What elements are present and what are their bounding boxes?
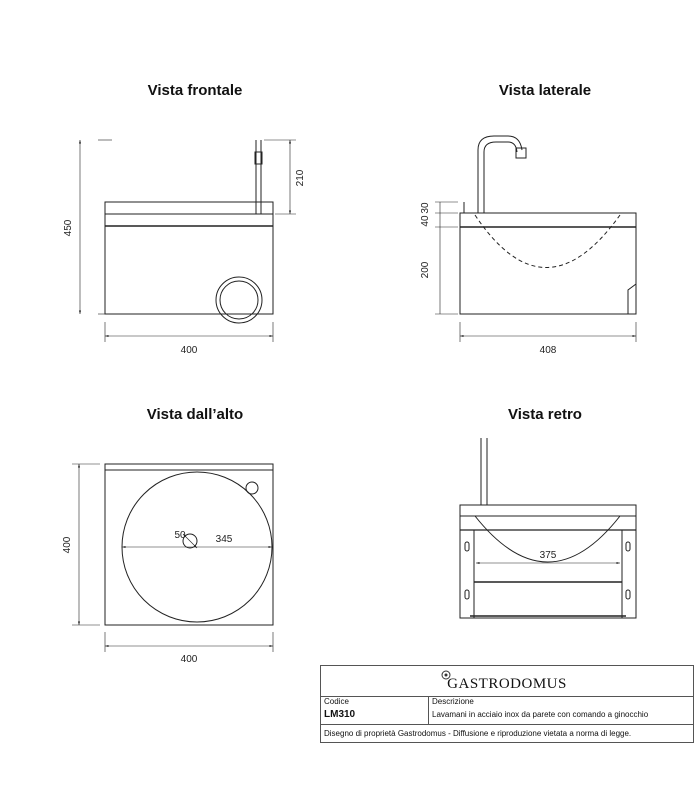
gastrodomus-logo-icon — [441, 670, 451, 680]
side-hidden-bowl — [474, 214, 621, 268]
side-view — [435, 135, 637, 342]
top-faucet-hole — [245, 481, 259, 495]
front-view-title: Vista frontale — [147, 82, 243, 99]
front-dim-spout: 210 — [295, 169, 306, 186]
code-value: LM310 — [324, 709, 356, 720]
top-dim-bowl: 345 — [216, 534, 233, 545]
back-mount-slot — [625, 541, 631, 552]
side-dim-mid: 200 — [420, 261, 431, 278]
back-body-outline — [459, 515, 637, 619]
back-dim-bowl: 375 — [540, 550, 557, 561]
side-dim-width: 408 — [540, 345, 557, 356]
side-view-title: Vista laterale — [498, 82, 592, 99]
back-view-title: Vista retro — [508, 406, 582, 423]
front-dim-width: 400 — [181, 345, 198, 356]
dim-line-50 — [182, 533, 198, 549]
title-block-logo-row: GASTRODOMUS — [321, 666, 693, 697]
side-faucet-inner — [483, 141, 518, 213]
knee-control-outer — [215, 276, 263, 324]
front-faucet-collar — [254, 151, 263, 165]
top-dim-width: 400 — [181, 654, 198, 665]
brand-name: GASTRODOMUS — [447, 676, 567, 692]
title-block-info-row: Codice LM310 Descrizione Lavamani in acc… — [321, 696, 693, 725]
title-block: GASTRODOMUS Codice LM310 Descrizione Lav… — [320, 665, 694, 743]
code-cell: Codice LM310 — [321, 696, 429, 724]
back-mount-slot — [625, 589, 631, 600]
top-dim-drain: 50 — [174, 530, 186, 541]
side-dim-top-b: 30 — [420, 202, 431, 214]
front-dim-height: 450 — [63, 219, 74, 236]
side-faucet-nozzle — [515, 147, 527, 159]
top-view-title: Vista dall’alto — [146, 406, 244, 423]
top-view — [72, 463, 274, 652]
code-label: Codice — [324, 697, 349, 706]
back-mount-slot — [464, 589, 470, 600]
description-label: Descrizione — [432, 697, 474, 706]
knee-control-inner — [219, 280, 259, 320]
description-cell: Descrizione Lavamani in acciaio inox da … — [429, 696, 693, 724]
top-dim-depth: 400 — [62, 536, 73, 553]
back-bowl-curve — [474, 515, 621, 563]
side-dim-top-a: 40 — [420, 215, 431, 227]
copyright-footer: Disegno di proprietà Gastrodomus - Diffu… — [324, 729, 632, 738]
description-value: Lavamani in acciaio inox da parete con c… — [432, 710, 649, 719]
back-mount-slot — [464, 541, 470, 552]
side-knee-panel — [627, 283, 637, 314]
top-body-outline — [104, 463, 274, 626]
side-body-outline — [459, 212, 637, 315]
side-faucet-outer — [477, 135, 523, 213]
front-body-outline — [104, 201, 274, 315]
back-view — [459, 438, 637, 619]
back-top-plate — [459, 504, 637, 517]
front-view — [78, 139, 296, 342]
